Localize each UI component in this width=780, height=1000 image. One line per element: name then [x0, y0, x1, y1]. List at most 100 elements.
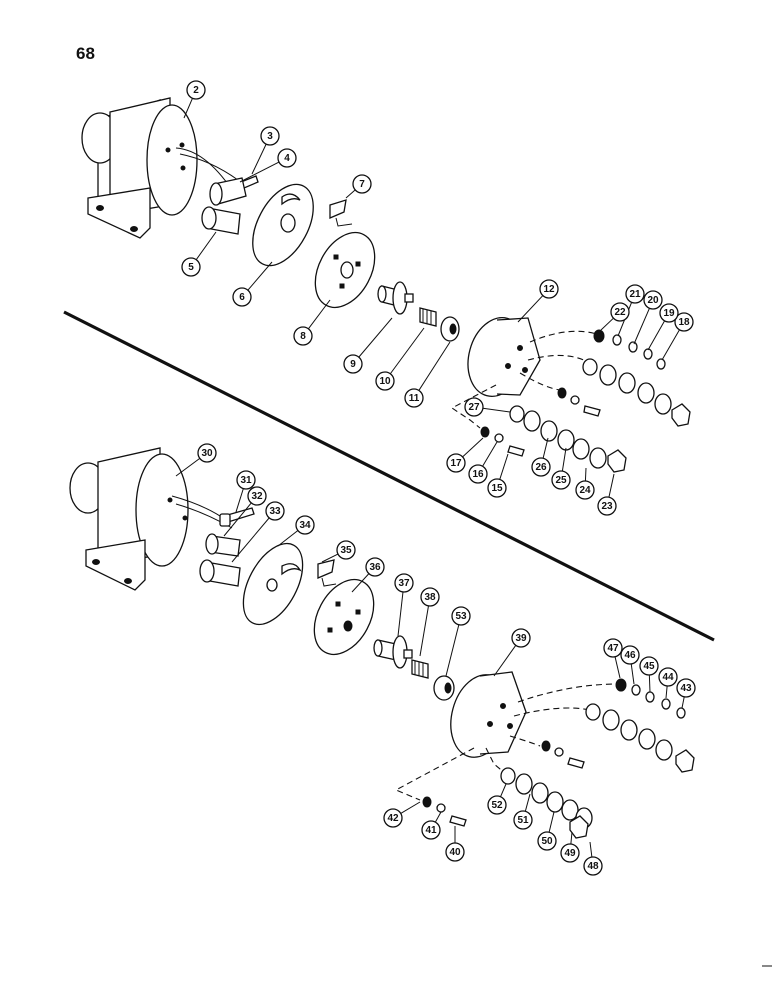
- callout-27: 27: [464, 397, 511, 417]
- callout-30: 30: [175, 443, 217, 477]
- callout-11: 11: [404, 341, 451, 408]
- callout-number-2: 2: [193, 85, 199, 96]
- callout-number-23: 23: [601, 501, 613, 512]
- lower-solenoid-body: [69, 447, 233, 591]
- callout-leader-48: [589, 841, 593, 858]
- callout-49: 49: [560, 831, 580, 863]
- callout-50: 50: [537, 811, 557, 851]
- callout-leader-4: [239, 161, 280, 183]
- callout-44: 44: [658, 667, 678, 699]
- callout-number-36: 36: [369, 562, 381, 573]
- callout-number-40: 40: [449, 847, 461, 858]
- callout-number-35: 35: [340, 545, 352, 556]
- callout-18: 18: [661, 312, 694, 361]
- callout-leader-33: [231, 517, 270, 563]
- callout-number-25: 25: [555, 475, 567, 486]
- callout-leader-7: [345, 189, 356, 199]
- callout-bubble-27: [464, 397, 484, 417]
- callout-leader-6: [247, 261, 273, 291]
- callout-bubble-38: [420, 587, 440, 607]
- lower-contact-disc-36: [313, 578, 375, 656]
- callout-number-8: 8: [300, 331, 306, 342]
- callout-number-48: 48: [587, 861, 599, 872]
- callout-number-22: 22: [614, 307, 626, 318]
- callout-bubble-24: [575, 480, 595, 500]
- lower-cap-53: [433, 675, 455, 701]
- callout-38: 38: [419, 587, 440, 657]
- callout-51: 51: [513, 793, 533, 830]
- callout-bubble-42: [383, 808, 403, 828]
- callout-bubble-46: [620, 645, 640, 665]
- callout-26: 26: [531, 437, 551, 477]
- callout-number-27: 27: [468, 402, 480, 413]
- callout-leader-10: [389, 327, 425, 375]
- callout-leader-3: [251, 143, 267, 175]
- lower-stud-32: [205, 533, 241, 557]
- callout-bubble-41: [421, 820, 441, 840]
- callout-bubble-10: [375, 371, 395, 391]
- callout-number-45: 45: [643, 661, 655, 672]
- callout-leader-31: [235, 488, 244, 513]
- callout-8: 8: [293, 299, 331, 346]
- callout-number-26: 26: [535, 462, 547, 473]
- callout-layer: 2345678910111215161718192021222324252627…: [175, 80, 696, 876]
- callout-43: 43: [676, 678, 696, 709]
- callout-leader-36: [351, 573, 370, 593]
- callout-bubble-15: [487, 478, 507, 498]
- callout-34: 34: [277, 515, 315, 547]
- callout-35: 35: [321, 540, 356, 563]
- callout-number-49: 49: [564, 848, 576, 859]
- callout-bubble-3: [260, 126, 280, 146]
- callout-number-21: 21: [629, 289, 641, 300]
- callout-bubble-50: [537, 831, 557, 851]
- callout-bubble-23: [597, 496, 617, 516]
- callout-number-7: 7: [359, 179, 365, 190]
- callout-leader-27: [482, 407, 511, 413]
- callout-23: 23: [597, 473, 617, 516]
- page-number: 68: [76, 44, 95, 63]
- callout-bubble-36: [365, 557, 385, 577]
- callout-number-53: 53: [455, 611, 467, 622]
- callout-bubble-34: [295, 515, 315, 535]
- callout-leader-17: [462, 437, 484, 458]
- callout-number-47: 47: [607, 643, 619, 654]
- callout-36: 36: [351, 557, 385, 593]
- callout-6: 6: [232, 261, 273, 307]
- callout-37: 37: [394, 573, 414, 637]
- callout-number-30: 30: [201, 448, 213, 459]
- callout-bubble-6: [232, 287, 252, 307]
- lower-housing-39: [450, 671, 527, 758]
- lower-stud-33: [199, 559, 241, 587]
- callout-bubble-4: [277, 148, 297, 168]
- callout-number-24: 24: [579, 485, 591, 496]
- callout-number-17: 17: [450, 458, 462, 469]
- callout-33: 33: [231, 501, 285, 563]
- callout-bubble-45: [639, 656, 659, 676]
- callout-47: 47: [603, 638, 623, 679]
- callout-number-12: 12: [543, 284, 555, 295]
- callout-number-51: 51: [517, 815, 529, 826]
- callout-leader-34: [277, 530, 299, 547]
- callout-number-39: 39: [515, 633, 527, 644]
- upper-clip-7: [329, 199, 353, 227]
- upper-plunger-9: [377, 281, 414, 315]
- upper-contact-disc-8: [314, 231, 376, 309]
- callout-leader-38: [419, 605, 429, 657]
- callout-number-46: 46: [624, 650, 636, 661]
- callout-bubble-33: [265, 501, 285, 521]
- callout-15: 15: [487, 453, 509, 498]
- callout-16: 16: [468, 441, 498, 484]
- callout-bubble-49: [560, 843, 580, 863]
- callout-bubble-31: [236, 470, 256, 490]
- callout-number-43: 43: [680, 683, 692, 694]
- callout-leader-18: [661, 329, 680, 361]
- callout-number-15: 15: [491, 483, 503, 494]
- lower-dashed-leaders: [394, 683, 619, 801]
- upper-hardware-rows: [480, 329, 691, 473]
- callout-leader-39: [493, 645, 517, 677]
- callout-52: 52: [487, 783, 507, 815]
- callout-39: 39: [493, 628, 531, 677]
- callout-number-18: 18: [678, 317, 690, 328]
